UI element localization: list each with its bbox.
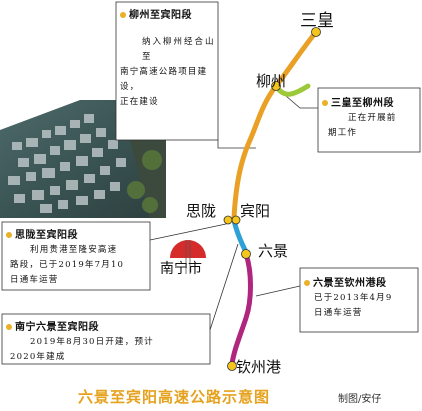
callout-nanning-binyang — [1, 313, 211, 365]
note-line: 路段，已于2019年7月10 — [10, 260, 125, 270]
note-line: 正在开展前 — [348, 113, 397, 123]
bullet-dot-icon — [120, 12, 126, 18]
bullet-dot-icon — [322, 100, 328, 106]
city-label-silong: 思陇 — [186, 202, 217, 220]
note-line: 期工作 — [328, 128, 358, 138]
station-sanhuang — [311, 27, 321, 37]
leader-liuzhou-binyang — [217, 140, 256, 149]
note-liujing-qinzhou: 六景至钦州港段 已于2013年4月9 日通车运营 — [304, 274, 416, 321]
nanning-marker — [170, 240, 206, 274]
diagram-title: 六景至宾阳高速公路示意图 — [78, 388, 271, 406]
note-title: 柳州至宾阳段 — [129, 10, 192, 21]
station-liujing — [241, 249, 251, 259]
note-line: 2020年建成 — [10, 352, 66, 362]
callout-sanhuang-liuzhou — [317, 87, 421, 153]
note-line: 正在建设 — [120, 97, 159, 107]
note-liuzhou-binyang: 柳州至宾阳段 纳入柳州经合山至 南宁高速公路项目建设， 正在建设 — [120, 6, 216, 110]
city-label-nanning: 南宁市 — [160, 261, 202, 277]
callout-silong-binyang — [1, 221, 151, 291]
note-line: 日通车运营 — [10, 275, 59, 285]
callout-liuzhou-binyang — [115, 1, 219, 141]
credit-label: 制图/安仔 — [338, 394, 382, 405]
station-liuzhou — [271, 81, 281, 91]
route-purple-liujing-qinzhou — [229, 251, 253, 367]
city-label-qinzhougang: 钦州港 — [236, 358, 282, 376]
bullet-dot-icon — [6, 324, 12, 330]
note-title: 思陇至宾阳段 — [15, 230, 78, 241]
note-title: 六景至钦州港段 — [313, 278, 387, 289]
city-label-sanhuang: 三皇 — [300, 11, 334, 31]
note-title: 三皇至柳州段 — [331, 98, 394, 109]
note-line: 已于2013年4月9 — [314, 293, 393, 303]
route-blue-binyang-liujing — [231, 217, 249, 255]
leader-liujing-qinzhou — [255, 285, 301, 297]
station-qinzhougang — [227, 361, 237, 371]
note-nanning-binyang: 南宁六景至宾阳段 2019年8月30日开建，预计 2020年建成 — [6, 318, 208, 365]
route-orange-liuzhou-binyang — [231, 29, 319, 221]
leader-sanhuang-liuzhou — [285, 95, 318, 109]
bullet-dot-icon — [6, 232, 12, 238]
station-silong — [223, 215, 233, 225]
city-label-binyang: 宾阳 — [240, 202, 271, 220]
note-line: 南宁高速公路项目建设， — [120, 67, 208, 92]
bullet-dot-icon — [304, 280, 310, 286]
note-line: 纳入柳州经合山至 — [142, 37, 216, 62]
note-title: 南宁六景至宾阳段 — [15, 322, 99, 333]
note-line: 利用贵港至隆安高速 — [30, 245, 118, 255]
callout-liujing-qinzhou — [299, 267, 419, 333]
note-sanhuang-liuzhou: 三皇至柳州段 正在开展前 期工作 — [322, 94, 418, 141]
station-binyang — [231, 215, 241, 225]
note-line: 日通车运营 — [314, 308, 363, 318]
leader-nanning-binyang — [209, 243, 239, 331]
note-line: 2019年8月30日开建，预计 — [30, 337, 154, 347]
city-label-liujing: 六景 — [258, 242, 289, 260]
city-label-liuzhou: 柳州 — [256, 72, 287, 90]
note-silong-binyang: 思陇至宾阳段 利用贵港至隆安高速 路段，已于2019年7月10 日通车运营 — [6, 226, 148, 288]
leader-silong-binyang — [149, 223, 227, 241]
